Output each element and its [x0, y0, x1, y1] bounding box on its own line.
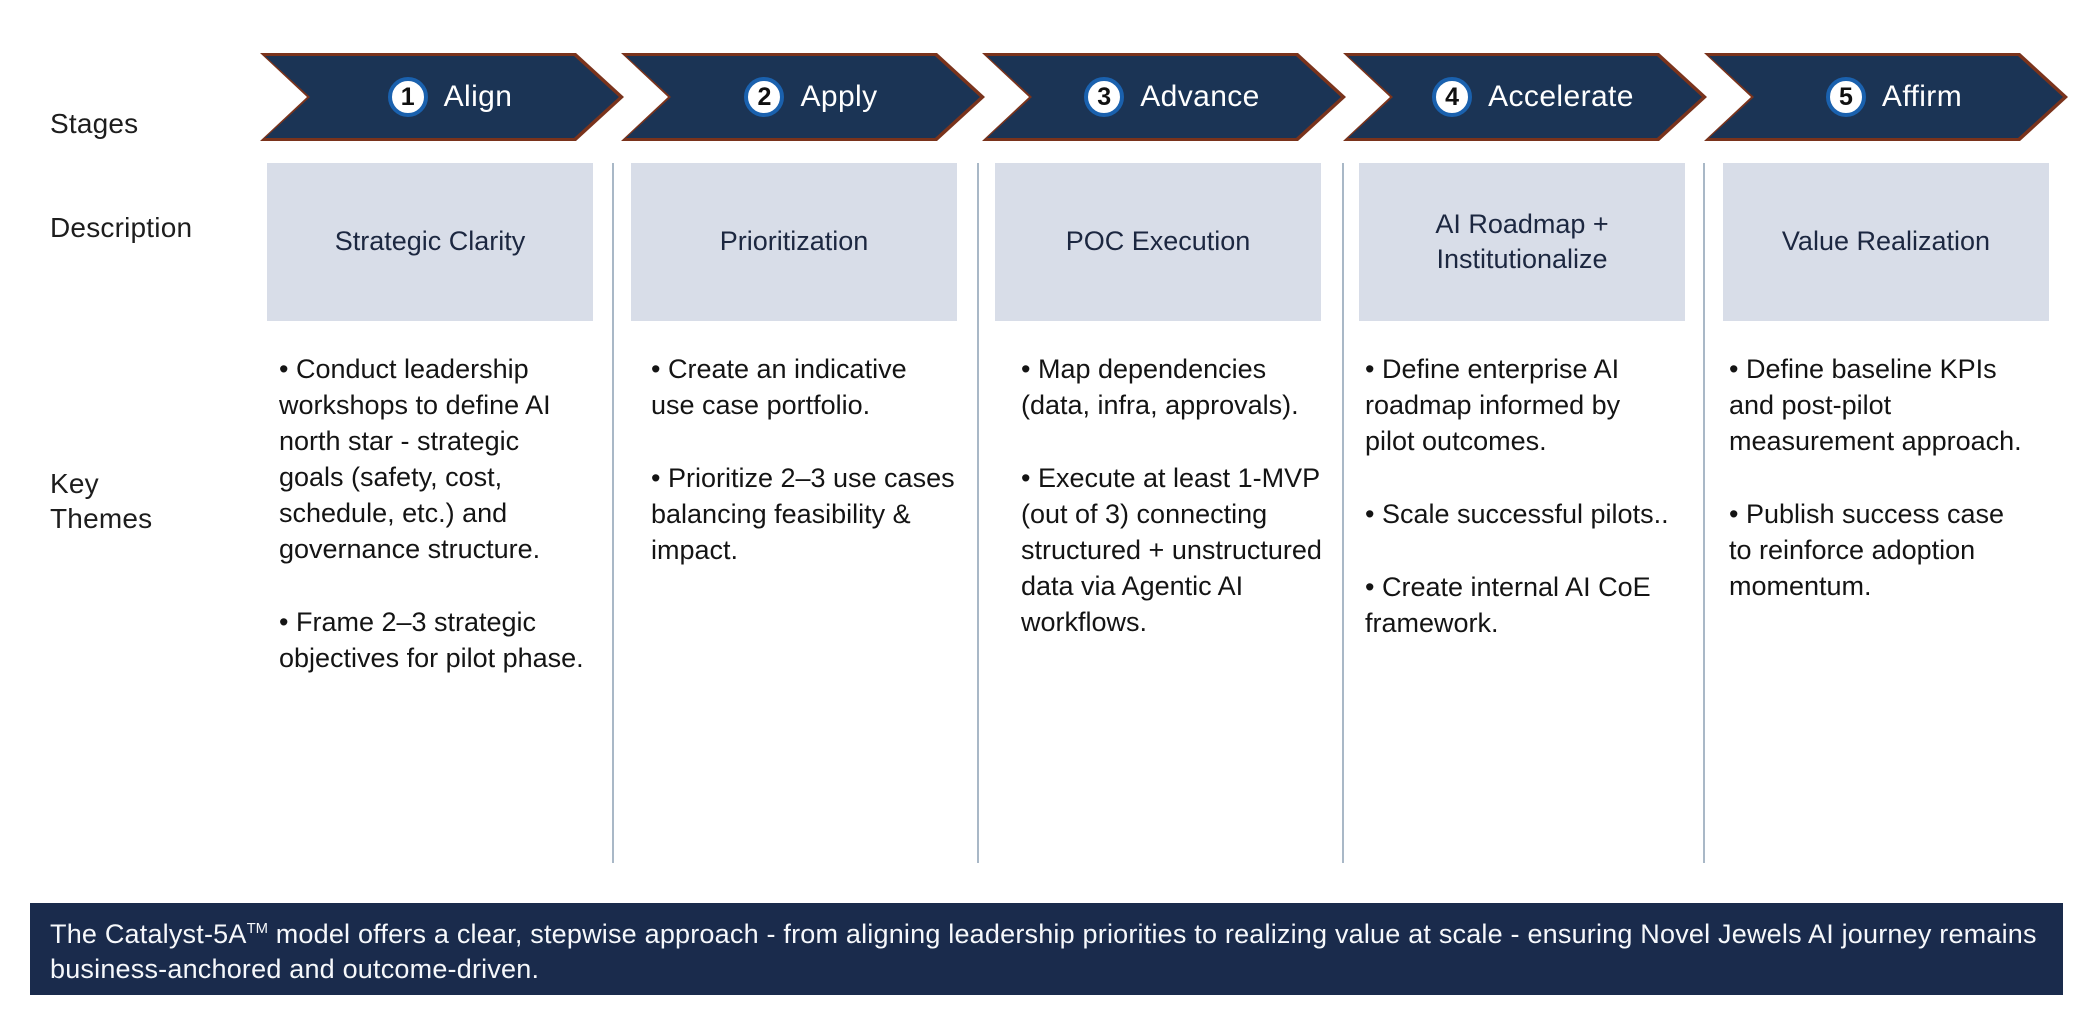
- key-themes-affirm: • Define baseline KPIs and post-pilot me…: [1729, 351, 2034, 604]
- theme-bullet: • Create an indicative use case portfoli…: [651, 354, 907, 420]
- column-divider: [977, 163, 979, 863]
- stage-arrow-accelerate: 4 Accelerate: [1343, 53, 1707, 141]
- row-label-stages: Stages: [50, 108, 139, 139]
- theme-bullet: • Execute at least 1-MVP (out of 3) conn…: [1021, 463, 1322, 637]
- key-themes-align: • Conduct leadership workshops to define…: [279, 351, 584, 676]
- theme-bullet: • Define baseline KPIs and post-pilot me…: [1729, 354, 2022, 456]
- stage-name: Affirm: [1881, 80, 1963, 113]
- chevron-fill: [626, 56, 980, 138]
- stage-arrow-advance: 3 Advance: [982, 53, 1346, 141]
- stage-number-badge: 3: [1084, 77, 1125, 117]
- column-divider: [612, 163, 614, 863]
- row-label-description: Description: [50, 212, 193, 243]
- stage-number-badge: 1: [387, 77, 428, 117]
- description-box-affirm: Value Realization: [1723, 163, 2049, 321]
- chevron-fill: [1709, 56, 2063, 138]
- description-box-advance: POC Execution: [995, 163, 1321, 321]
- description-box-apply: Prioritization: [631, 163, 957, 321]
- theme-bullet: • Define enterprise AI roadmap informed …: [1365, 354, 1621, 456]
- description-box-align: Strategic Clarity: [267, 163, 593, 321]
- footer-text: The Catalyst-5ATM model offers a clear, …: [50, 912, 2043, 987]
- stage-name: Advance: [1140, 80, 1260, 113]
- footer-banner: The Catalyst-5ATM model offers a clear, …: [30, 903, 2063, 995]
- footer-text-body: model offers a clear, stepwise approach …: [50, 918, 2037, 984]
- stage-number-badge: 2: [744, 77, 785, 117]
- stage-number-badge: 4: [1432, 77, 1473, 117]
- key-themes-apply: • Create an indicative use case portfoli…: [651, 351, 956, 568]
- chevron-fill: [987, 56, 1341, 138]
- theme-bullet: • Publish success case to reinforce adop…: [1729, 499, 2005, 601]
- key-themes-accelerate: • Define enterprise AI roadmap informed …: [1365, 351, 1670, 641]
- trademark-superscript: TM: [246, 920, 269, 937]
- theme-bullet: • Prioritize 2–3 use cases balancing fea…: [651, 463, 955, 565]
- theme-bullet: • Scale successful pilots..: [1365, 499, 1669, 529]
- description-box-accelerate: AI Roadmap + Institutionalize: [1359, 163, 1685, 321]
- stage-arrow-affirm: 5 Affirm: [1704, 53, 2068, 141]
- stage-name: Align: [443, 80, 513, 113]
- row-label-key-themes: Key Themes: [50, 468, 153, 534]
- column-divider: [1703, 163, 1705, 863]
- stage-arrow-apply: 2 Apply: [621, 53, 985, 141]
- stage-number-badge: 5: [1825, 77, 1866, 117]
- footer-text-lead: The Catalyst-5A: [50, 918, 247, 949]
- chevron-fill: [265, 56, 619, 138]
- theme-bullet: • Map dependencies (data, infra, approva…: [1021, 354, 1299, 420]
- theme-bullet: • Frame 2–3 strategic objectives for pil…: [279, 607, 584, 673]
- key-themes-advance: • Map dependencies (data, infra, approva…: [1021, 351, 1326, 640]
- chevron-fill: [1348, 56, 1702, 138]
- stage-name: Apply: [800, 80, 878, 113]
- column-divider: [1342, 163, 1344, 863]
- theme-bullet: • Conduct leadership workshops to define…: [279, 354, 551, 564]
- stage-name: Accelerate: [1488, 80, 1634, 113]
- stage-arrow-align: 1 Align: [260, 53, 624, 141]
- theme-bullet: • Create internal AI CoE framework.: [1365, 572, 1651, 638]
